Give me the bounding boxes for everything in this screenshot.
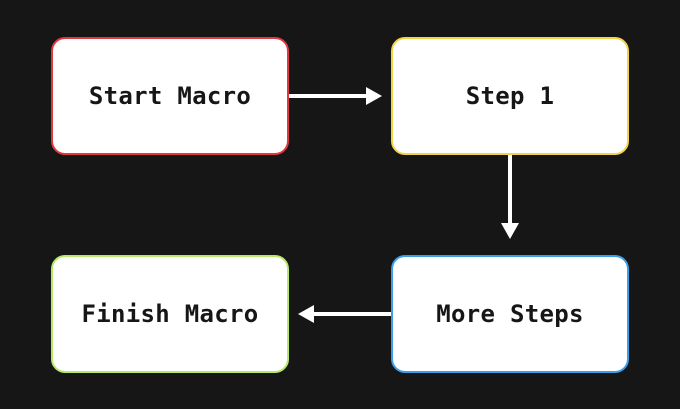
edge-more-to-finish-arrowhead (298, 305, 314, 323)
node-more-steps-label: More Steps (436, 300, 584, 328)
node-start-macro: Start Macro (51, 37, 289, 155)
node-step-1: Step 1 (391, 37, 629, 155)
node-step-1-label: Step 1 (465, 82, 555, 110)
node-finish-macro-label: Finish Macro (81, 300, 259, 328)
node-finish-macro: Finish Macro (51, 255, 289, 373)
edge-step1-to-more (501, 155, 519, 239)
node-start-macro-label: Start Macro (88, 82, 252, 110)
edge-more-to-finish (298, 305, 391, 323)
edge-step1-to-more-arrowhead (501, 223, 519, 239)
node-more-steps: More Steps (391, 255, 629, 373)
edge-start-to-step1-arrowhead (366, 87, 382, 105)
edge-start-to-step1 (289, 87, 382, 105)
